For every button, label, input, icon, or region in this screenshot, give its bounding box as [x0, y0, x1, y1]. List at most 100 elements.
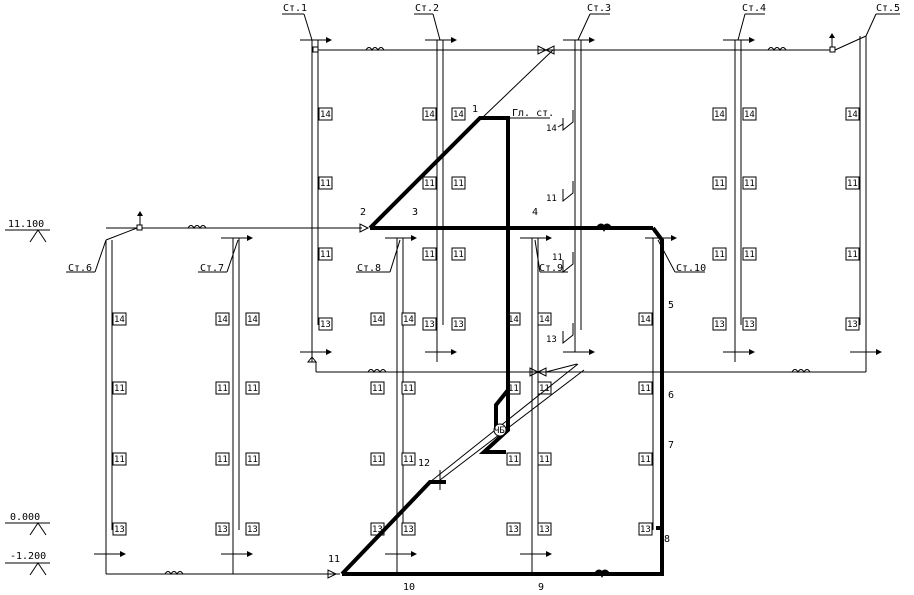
svg-text:4: 4 [532, 207, 538, 218]
svg-text:11: 11 [328, 554, 340, 565]
svg-text:3: 3 [412, 207, 418, 218]
lower-return-main [106, 569, 340, 579]
svg-text:13: 13 [217, 525, 228, 535]
svg-text:14: 14 [217, 315, 228, 325]
svg-text:14: 14 [714, 110, 725, 120]
svg-text:10: 10 [403, 582, 415, 593]
svg-text:11: 11 [217, 455, 228, 465]
svg-text:14: 14 [424, 110, 435, 120]
svg-text:11: 11 [539, 455, 550, 465]
svg-text:11: 11 [539, 384, 550, 394]
svg-text:11: 11 [247, 384, 258, 394]
svg-text:13: 13 [247, 525, 258, 535]
svg-text:Ст.1: Ст.1 [283, 3, 307, 14]
svg-text:11: 11 [217, 384, 228, 394]
svg-text:13: 13 [744, 320, 755, 330]
svg-text:11: 11 [744, 250, 755, 260]
svg-text:11: 11 [403, 455, 414, 465]
svg-text:11: 11 [114, 455, 125, 465]
svg-text:13: 13 [546, 335, 557, 345]
svg-text:11: 11 [247, 455, 258, 465]
svg-text:13: 13 [640, 525, 651, 535]
level-mark-0000: 0.000 [5, 512, 50, 536]
riser-st4: Ст.4 14 14 11 11 11 11 13 13 [712, 3, 766, 362]
svg-text:14: 14 [640, 315, 651, 325]
svg-text:6: 6 [668, 390, 674, 401]
svg-text:13: 13 [403, 525, 414, 535]
svg-text:11: 11 [640, 384, 651, 394]
svg-text:Гл. ст.: Гл. ст. [512, 108, 554, 119]
svg-text:13: 13 [424, 320, 435, 330]
main-riser-label: Гл. ст. [510, 108, 554, 119]
svg-text:14: 14 [847, 110, 858, 120]
svg-text:13: 13 [539, 525, 550, 535]
svg-text:11: 11 [847, 179, 858, 189]
svg-text:Ст.10: Ст.10 [676, 263, 706, 274]
svg-text:11: 11 [424, 250, 435, 260]
svg-text:11: 11 [114, 384, 125, 394]
level-mark-minus1200: -1.200 [5, 551, 50, 576]
svg-text:11: 11 [714, 250, 725, 260]
svg-text:Ст.8: Ст.8 [357, 263, 381, 274]
svg-text:13: 13 [453, 320, 464, 330]
svg-text:13: 13 [320, 320, 331, 330]
svg-text:11: 11 [546, 194, 557, 204]
svg-text:14: 14 [744, 110, 755, 120]
svg-text:Ст.5: Ст.5 [876, 3, 900, 14]
svg-text:11: 11 [508, 384, 519, 394]
svg-text:11: 11 [372, 455, 383, 465]
svg-text:14: 14 [508, 315, 519, 325]
svg-text:1: 1 [472, 104, 478, 115]
riser-st2: Ст.2 14 14 11 11 11 11 13 13 [414, 3, 466, 362]
svg-text:11: 11 [640, 455, 651, 465]
svg-text:14: 14 [546, 124, 557, 134]
svg-text:13: 13 [508, 525, 519, 535]
svg-text:11: 11 [453, 250, 464, 260]
svg-text:0.000: 0.000 [10, 512, 40, 523]
svg-text:11: 11 [403, 384, 414, 394]
svg-text:14: 14 [539, 315, 550, 325]
riser-st10: Ст.10 14 11 11 13 [638, 235, 706, 536]
svg-text:Ст.6: Ст.6 [68, 263, 92, 274]
svg-text:13: 13 [372, 525, 383, 535]
riser-st8: Ст.8 14 14 11 11 11 11 13 13 [356, 235, 417, 574]
riser-st7: Ст.7 14 14 11 11 11 11 13 13 [198, 235, 260, 574]
svg-text:8: 8 [664, 534, 670, 545]
svg-text:11: 11 [552, 253, 563, 263]
svg-text:14: 14 [320, 110, 331, 120]
svg-text:11: 11 [320, 250, 331, 260]
svg-text:Ст.2: Ст.2 [415, 3, 439, 14]
svg-text:12: 12 [418, 458, 430, 469]
svg-text:14: 14 [372, 315, 383, 325]
svg-text:11: 11 [714, 179, 725, 189]
lower-supply-main [106, 211, 370, 233]
svg-text:14: 14 [403, 315, 414, 325]
riser-st6: Ст.6 14 11 11 13 [66, 227, 138, 574]
upper-return-main [315, 362, 867, 377]
svg-text:7: 7 [668, 440, 674, 451]
svg-text:11: 11 [847, 250, 858, 260]
riser-st1: Ст.1 14 11 11 13 [282, 3, 333, 363]
svg-text:Ст.3: Ст.3 [587, 3, 611, 14]
svg-text:9: 9 [538, 582, 544, 593]
svg-text:5: 5 [668, 300, 674, 311]
svg-text:11: 11 [744, 179, 755, 189]
svg-text:14: 14 [114, 315, 125, 325]
riser-st3: Ст.3 14 11 11 13 [546, 3, 611, 355]
node-labels: 1 2 3 4 5 6 7 8 9 10 11 12 [328, 104, 674, 593]
svg-text:11.100: 11.100 [8, 219, 44, 230]
svg-text:Ст.7: Ст.7 [200, 263, 224, 274]
svg-text:13: 13 [714, 320, 725, 330]
riser-st5: Ст.5 14 11 11 13 [845, 3, 900, 362]
svg-text:11: 11 [372, 384, 383, 394]
svg-text:Ст.9: Ст.9 [539, 263, 563, 274]
svg-text:13: 13 [847, 320, 858, 330]
svg-text:13: 13 [114, 525, 125, 535]
svg-text:14: 14 [247, 315, 258, 325]
svg-text:11: 11 [424, 179, 435, 189]
svg-text:Ст.4: Ст.4 [742, 3, 766, 14]
upper-supply-main [312, 33, 867, 119]
svg-text:11: 11 [508, 455, 519, 465]
